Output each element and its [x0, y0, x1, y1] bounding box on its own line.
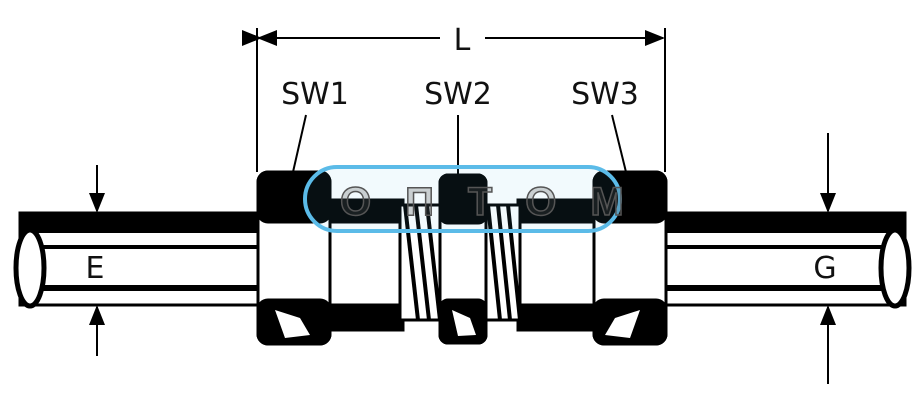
nut-sw3: [592, 170, 668, 346]
tube-e-label: E: [86, 251, 105, 286]
sw2-label: SW2: [424, 77, 492, 112]
dimension-l-label: L: [454, 23, 471, 58]
tube-g-label: G: [813, 251, 836, 286]
tube-right: [660, 211, 912, 309]
sw3-label: SW3: [571, 77, 639, 112]
nut-sw1: [256, 170, 332, 346]
watermark: ОПТОМ: [303, 165, 658, 233]
tube-left: [13, 211, 262, 309]
dimension-l: [242, 28, 666, 172]
watermark-text: ОПТОМ: [340, 180, 658, 224]
sw1-label: SW1: [281, 77, 349, 112]
threads: [403, 204, 522, 321]
nut-sw2: [438, 173, 488, 345]
diameter-arrows: [89, 133, 836, 384]
